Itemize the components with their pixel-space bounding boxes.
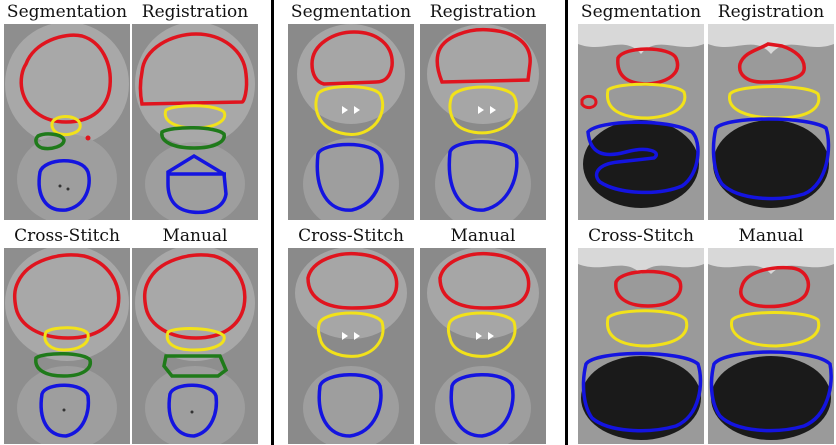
case-3-cross-stitch-label: Cross-Stitch xyxy=(588,226,694,246)
case-2-seg-red-contour xyxy=(310,30,394,86)
case-3-reg-yellow-contour xyxy=(728,85,821,120)
case-2-reg-blue-contour xyxy=(447,140,519,212)
case-3-man-red-contour xyxy=(739,265,811,309)
case-2-registration-label: Registration xyxy=(429,2,537,22)
case-1-reg-blue-contour xyxy=(166,153,228,215)
case-2-segmentation-label: Segmentation xyxy=(290,2,412,22)
case-1-man-yellow-contour xyxy=(165,327,226,352)
case-2-reg-yellow-contour xyxy=(448,85,518,135)
case-1-cs-green-contour xyxy=(34,352,93,378)
case-3-segmentation-scan xyxy=(578,24,704,220)
group-separator-2 xyxy=(565,0,568,445)
case-2-manual-scan xyxy=(420,248,546,444)
case-1-seg-red-contour xyxy=(19,33,112,124)
case-3-man-blue-contour xyxy=(709,350,833,433)
case-1-manual-scan xyxy=(132,248,258,444)
case-3-seg-red-contour xyxy=(616,47,680,86)
case-1-segmentation-label: Segmentation xyxy=(6,2,128,22)
case-2-seg-blue-contour xyxy=(315,142,384,212)
case-1-cross-stitch-label: Cross-Stitch xyxy=(14,226,120,246)
case-1-cs-red-contour xyxy=(12,253,121,340)
case-3-cs-yellow-contour xyxy=(605,309,689,348)
case-1-segmentation-scan xyxy=(4,24,130,220)
case-3-reg-red-contour xyxy=(737,42,806,84)
case-1-man-green-contour xyxy=(162,354,229,378)
case-2-man-yellow-contour xyxy=(447,311,517,358)
case-1-registration-scan xyxy=(132,24,258,220)
case-3-manual-scan xyxy=(708,248,834,444)
case-3-registration-scan xyxy=(708,24,834,220)
case-1-reg-green-contour xyxy=(160,125,226,150)
case-1-cross-stitch-scan xyxy=(4,248,130,444)
case-3-cross-stitch-scan xyxy=(578,248,704,444)
case-1-group: Segmentation Registration xyxy=(0,0,270,445)
case-2-seg-yellow-contour xyxy=(314,85,385,136)
case-2-cross-stitch-scan xyxy=(288,248,414,444)
case-2-cs-yellow-contour xyxy=(317,311,385,358)
case-2-reg-red-contour xyxy=(435,27,532,84)
case-3-man-yellow-contour xyxy=(730,311,821,348)
case-2-cs-red-contour xyxy=(306,251,399,310)
case-1-man-blue-contour xyxy=(167,383,219,438)
case-1-cs-blue-contour xyxy=(39,383,91,438)
case-2-cross-stitch-label: Cross-Stitch xyxy=(298,226,404,246)
case-2-man-blue-contour xyxy=(449,373,515,438)
case-1-cs-yellow-contour xyxy=(43,326,90,352)
case-2-man-red-contour xyxy=(438,251,531,310)
case-1-manual-label: Manual xyxy=(162,226,228,246)
case-1-seg-green-contour xyxy=(34,132,66,151)
case-1-man-red-contour xyxy=(142,253,247,340)
case-1-seg-red-spot xyxy=(85,135,91,141)
case-2-cs-blue-contour xyxy=(317,373,383,438)
case-1-seg-blue-contour xyxy=(37,159,91,212)
case-3-cs-blue-contour xyxy=(581,351,703,433)
case-2-manual-label: Manual xyxy=(450,226,516,246)
case-2-group: Segmentation Registration xyxy=(278,0,562,445)
case-3-group: Segmentation Registration xyxy=(572,0,836,445)
case-3-manual-label: Manual xyxy=(738,226,804,246)
case-3-seg-blue-contour xyxy=(586,120,700,195)
case-3-cs-red-contour xyxy=(614,269,683,308)
case-2-registration-scan xyxy=(420,24,546,220)
case-1-registration-label: Registration xyxy=(141,2,249,22)
group-separator-1 xyxy=(271,0,274,445)
case-3-segmentation-label: Segmentation xyxy=(580,2,702,22)
case-3-reg-blue-contour xyxy=(711,117,831,201)
case-1-reg-yellow-contour xyxy=(163,104,227,130)
case-3-seg-yellow-contour xyxy=(605,82,687,120)
case-3-seg-red-spot xyxy=(580,94,598,110)
case-3-registration-label: Registration xyxy=(717,2,825,22)
case-2-segmentation-scan xyxy=(288,24,414,220)
case-1-seg-yellow-contour xyxy=(50,115,82,136)
case-1-reg-red-contour xyxy=(138,32,249,106)
